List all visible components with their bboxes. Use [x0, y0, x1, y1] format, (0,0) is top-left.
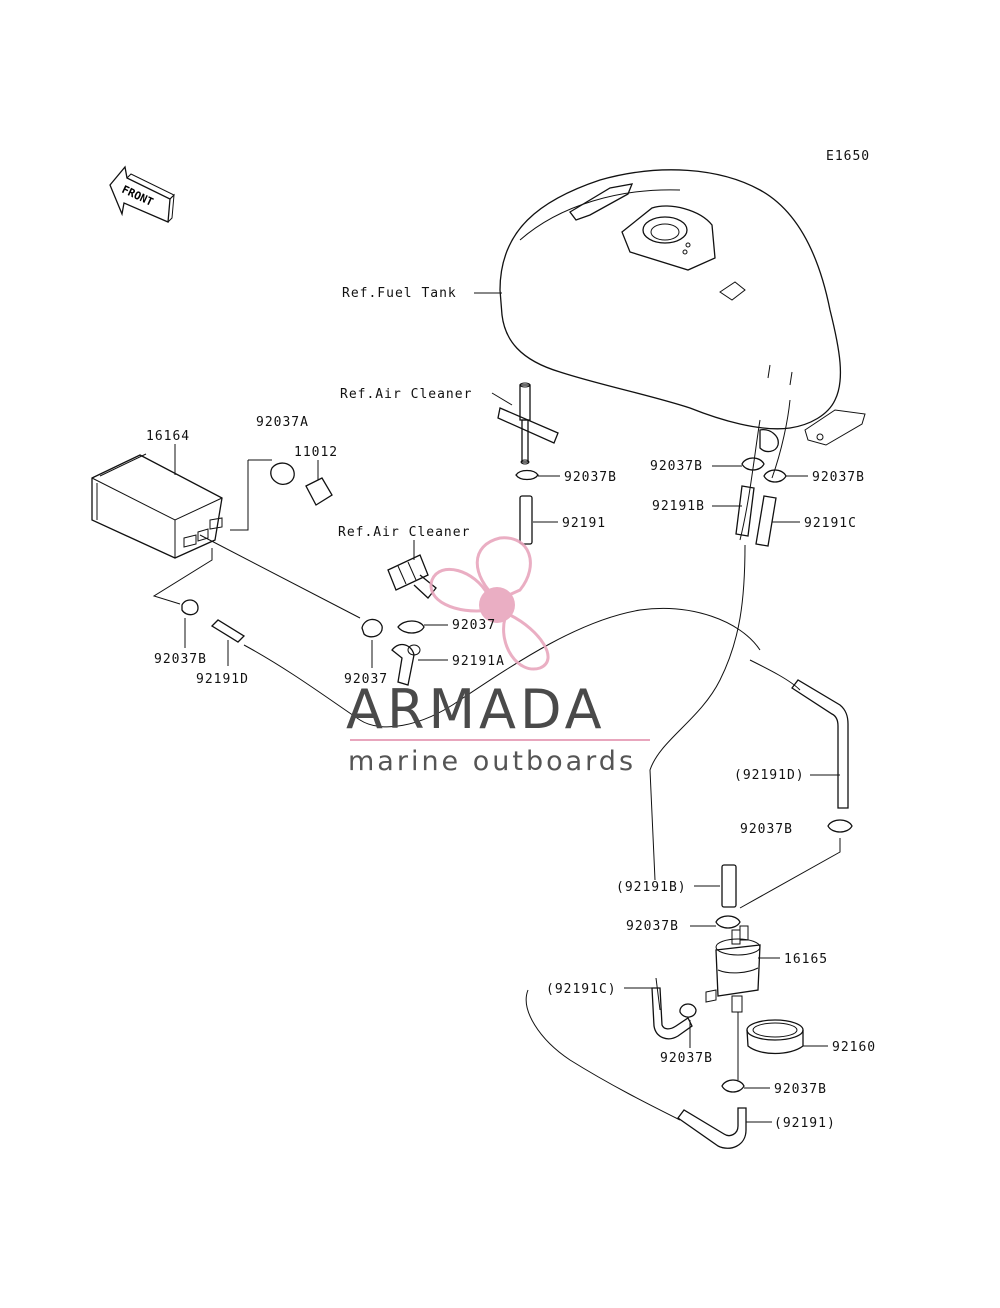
label-air-cleaner-1: Ref.Air Cleaner [340, 387, 472, 402]
hose-92191d-left [210, 619, 246, 643]
front-arrow-icon: FRONT [109, 165, 175, 223]
hose-92191c-bottom [651, 987, 693, 1040]
canister-16164 [91, 453, 223, 559]
hose-92191 [519, 495, 533, 545]
label-92037b-filter: 92037B [660, 1051, 713, 1066]
label-fuel-tank: Ref.Fuel Tank [342, 286, 457, 301]
clamp-92037a [270, 462, 295, 486]
hose-92191b-mid [721, 864, 737, 908]
label-92037b-top: 92037B [564, 470, 617, 485]
clamp-92037b-tank-right [763, 469, 787, 483]
label-92191: 92191 [562, 516, 606, 531]
label-92037b-tank-left: 92037B [650, 459, 703, 474]
label-92191d: 92191D [196, 672, 249, 687]
clamp-92037b-right [827, 819, 853, 833]
label-92037b-tank-right: 92037B [812, 470, 865, 485]
diagram-code: E1650 [826, 149, 870, 164]
watermark-tagline: marine outboards [348, 746, 636, 777]
fuel-tank [499, 169, 866, 453]
label-92191c: 92191C [804, 516, 857, 531]
air-cleaner-elbow [387, 554, 437, 599]
label-92191c-paren: (92191C) [546, 982, 617, 997]
hose-92191b-top [735, 485, 755, 537]
label-92160: 92160 [832, 1040, 876, 1055]
clamp-92037b-filter [679, 1003, 697, 1018]
clamp-92037b-bottom [721, 1079, 745, 1093]
valve-16165 [705, 925, 761, 1013]
clamp-92037-lower [361, 618, 383, 638]
clamp-92037b-left [181, 599, 199, 616]
label-92191b-paren: (92191B) [616, 880, 687, 895]
hose-92191c-top [755, 495, 777, 547]
label-92191d-paren: (92191D) [734, 768, 805, 783]
clamp-92037-center [397, 620, 425, 634]
label-16164: 16164 [146, 429, 190, 444]
label-92191-paren: (92191) [774, 1116, 836, 1131]
label-92037b-right: 92037B [740, 822, 793, 837]
label-92037-lower: 92037 [344, 672, 388, 687]
air-cleaner-fitting [497, 382, 559, 465]
hose-92191d-right [791, 679, 849, 809]
label-92191a: 92191A [452, 654, 505, 669]
bracket-92160 [746, 1019, 804, 1055]
hose-92191a [391, 643, 415, 686]
label-92037b-bottom: 92037B [774, 1082, 827, 1097]
label-92191b: 92191B [652, 499, 705, 514]
label-air-cleaner-2: Ref.Air Cleaner [338, 525, 470, 540]
clamp-92037b-tank-left [741, 457, 765, 471]
label-92037-center: 92037 [452, 618, 496, 633]
watermark-brand: ARMADA [346, 678, 606, 741]
label-11012: 11012 [294, 445, 338, 460]
label-92037a: 92037A [256, 415, 309, 430]
clamp-92037b-top [515, 469, 539, 481]
hose-92191-bottom [677, 1107, 747, 1149]
cap-11012 [305, 477, 333, 506]
front-arrow-text: FRONT [120, 183, 156, 209]
leader-lines [152, 292, 841, 1123]
label-16165: 16165 [784, 952, 828, 967]
propeller-logo-icon [429, 536, 550, 671]
label-92037b-mid: 92037B [626, 919, 679, 934]
label-92037b-left: 92037B [154, 652, 207, 667]
clamp-92037b-mid [715, 915, 741, 929]
